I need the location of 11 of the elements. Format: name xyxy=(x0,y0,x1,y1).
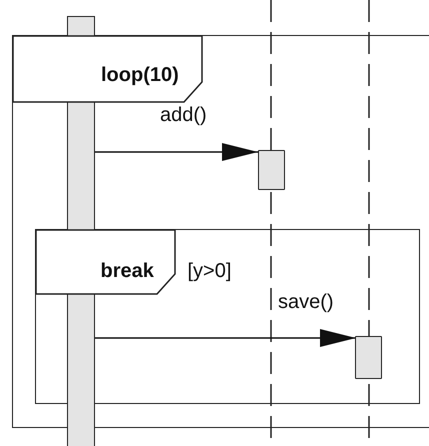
fragment-operator: loop(10) xyxy=(101,64,179,86)
guard-condition: [y>0] xyxy=(188,260,232,282)
message-arrow xyxy=(95,329,356,347)
fragment-operator: break xyxy=(100,260,154,282)
combined-fragment-frame xyxy=(12,35,429,428)
activation-box xyxy=(355,336,382,379)
combined-fragment-frame xyxy=(34,228,420,404)
message-label: add() xyxy=(160,104,207,126)
message-label: save() xyxy=(278,291,334,313)
message-arrow xyxy=(95,143,258,161)
activation-box xyxy=(258,150,284,190)
